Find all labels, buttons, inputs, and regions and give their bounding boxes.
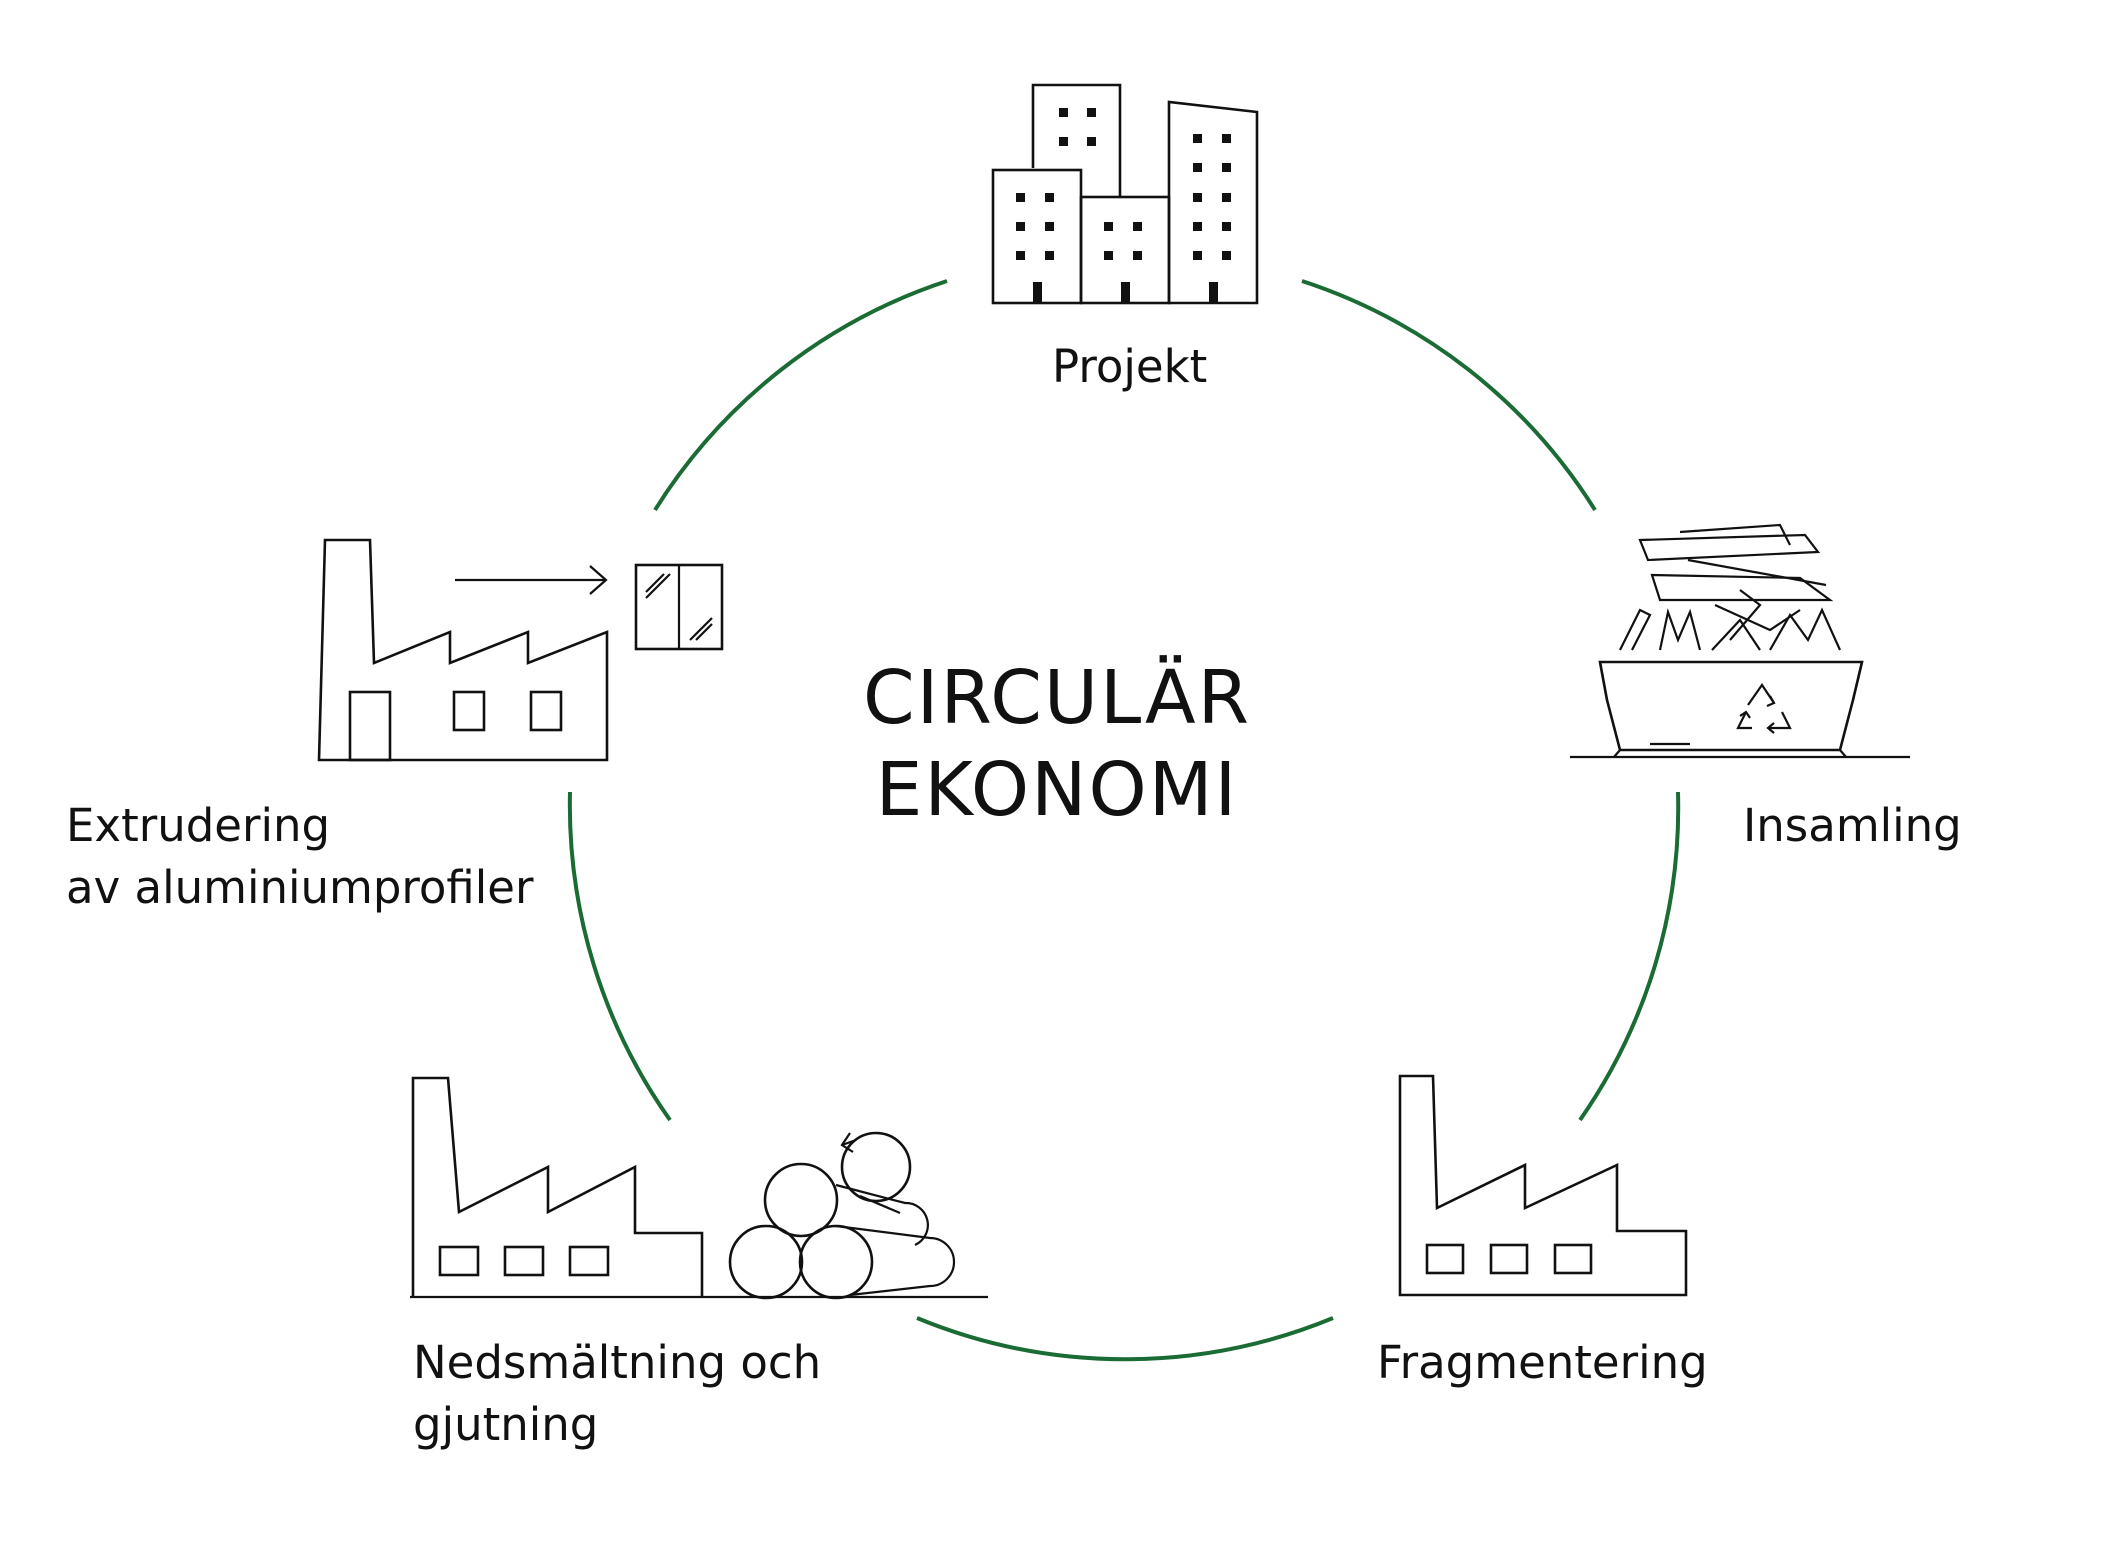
- diagram-title-line1: CIRCULÄR: [862, 655, 1252, 741]
- stage-label-nedsmaltning: Nedsmältning och gjutning: [413, 1332, 821, 1456]
- arc-nedsmaltning-to-extrudering: [567, 791, 672, 1122]
- arc-extrudering-to-projekt: [653, 279, 948, 512]
- factory-with-aluminium-logs-icon: [410, 1076, 988, 1300]
- stage-label-extrudering-line1: Extrudering: [66, 799, 331, 852]
- stage-label-projekt: Projekt: [1052, 340, 1208, 393]
- arc-insamling-to-fragmentering: [1578, 791, 1681, 1122]
- stage-label-fragmentering: Fragmentering: [1377, 1336, 1708, 1389]
- factory-icon: [1398, 1074, 1688, 1297]
- stage-label-nedsmaltning-line2: gjutning: [413, 1398, 599, 1451]
- arc-fragmentering-to-nedsmaltning: [916, 1316, 1334, 1362]
- stage-label-extrudering: Extrudering av aluminiumprofiler: [66, 795, 533, 919]
- factory-with-window-profile-icon: [317, 538, 724, 762]
- stage-label-extrudering-line2: av aluminiumprofiler: [66, 861, 534, 914]
- stage-label-insamling: Insamling: [1743, 799, 1962, 852]
- arc-projekt-to-insamling: [1301, 279, 1597, 512]
- cycle-arcs: [567, 279, 1681, 1362]
- city-buildings-icon: [991, 83, 1259, 305]
- diagram-title: CIRCULÄR EKONOMI: [857, 652, 1257, 836]
- stage-label-nedsmaltning-line1: Nedsmältning och: [413, 1336, 822, 1389]
- diagram-title-line2: EKONOMI: [875, 747, 1239, 833]
- recycling-container-icon: [1570, 523, 1910, 759]
